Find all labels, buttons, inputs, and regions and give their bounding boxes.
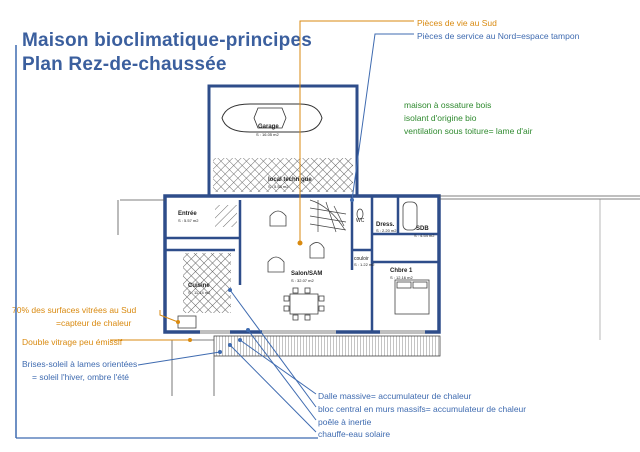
water-heater-note: chauffe-eau solaire: [318, 429, 391, 439]
room-local-name: local technique: [268, 177, 312, 183]
interior-walls: [165, 196, 439, 332]
room-couloir-area: S : 1.22 m2: [354, 262, 375, 267]
sunshades-note-1: Brises-soleil à lames orientées: [22, 359, 138, 369]
page-subtitle: Plan Rez-de-chaussée: [22, 54, 227, 75]
room-entree-name: Entrée: [178, 211, 197, 217]
north-rooms-note: Pièces de service au Nord=espace tampon: [417, 31, 580, 41]
room-local-area: S : 5.53 m2: [268, 184, 289, 189]
room-sdb-name: SDB: [416, 226, 429, 232]
south-rooms-note: Pièces de vie au Sud: [417, 18, 497, 28]
garage-block: [207, 84, 359, 198]
room-chbre-name: Chbre 1: [390, 268, 413, 274]
room-wc-name: WC: [356, 218, 365, 224]
sunshades-note-2: = soleil l'hiver, ombre l'été: [32, 372, 130, 382]
furniture: [177, 201, 430, 329]
construction-note-3: ventilation sous toiture= lame d'air: [404, 126, 533, 136]
car-icon: [221, 103, 323, 133]
room-cuisine-name: Cuisine: [188, 283, 210, 289]
south-rooms-marker: [297, 240, 303, 246]
room-cuisine-area: S : 11.14 m2: [188, 290, 211, 295]
blue-leaders: [137, 33, 414, 433]
page-title: Maison bioclimatique-principes: [22, 30, 312, 51]
construction-note-1: maison à ossature bois: [404, 100, 492, 110]
double-glazing-note: Double vitrage peu émissif: [22, 337, 123, 347]
orange-leaders: [110, 20, 414, 341]
construction-note-2: isolant d'origine bio: [404, 113, 477, 123]
room-sdb-area: S : 4.54 m2: [414, 233, 435, 238]
room-garage-name: Garage: [258, 124, 279, 130]
glazing-south-note-2: =capteur de chaleur: [56, 318, 132, 328]
glazing-south-note-1: 70% des surfaces vitrées au Sud: [12, 305, 137, 315]
stove-note: poêle à inertie: [318, 417, 372, 427]
room-dress-area: S : 2.20 m2: [376, 228, 397, 233]
slab-note: Dalle massive= accumulateur de chaleur: [318, 391, 472, 401]
room-salon-name: Salon/SAM: [291, 271, 322, 277]
staircase: [309, 199, 347, 233]
room-entree-area: S : 5.57 m2: [178, 218, 199, 223]
room-garage-area: S : 16.05 m2: [256, 132, 279, 137]
room-dress-name: Dress.: [376, 222, 395, 228]
room-chbre-area: S : 12.16 m2: [390, 275, 413, 280]
terrace-deck: [213, 335, 441, 357]
central-block-note: bloc central en murs massifs= accumulate…: [318, 404, 527, 414]
room-couloir-name: couloir: [354, 256, 369, 262]
room-salon-area: S : 32.07 m2: [291, 278, 314, 283]
